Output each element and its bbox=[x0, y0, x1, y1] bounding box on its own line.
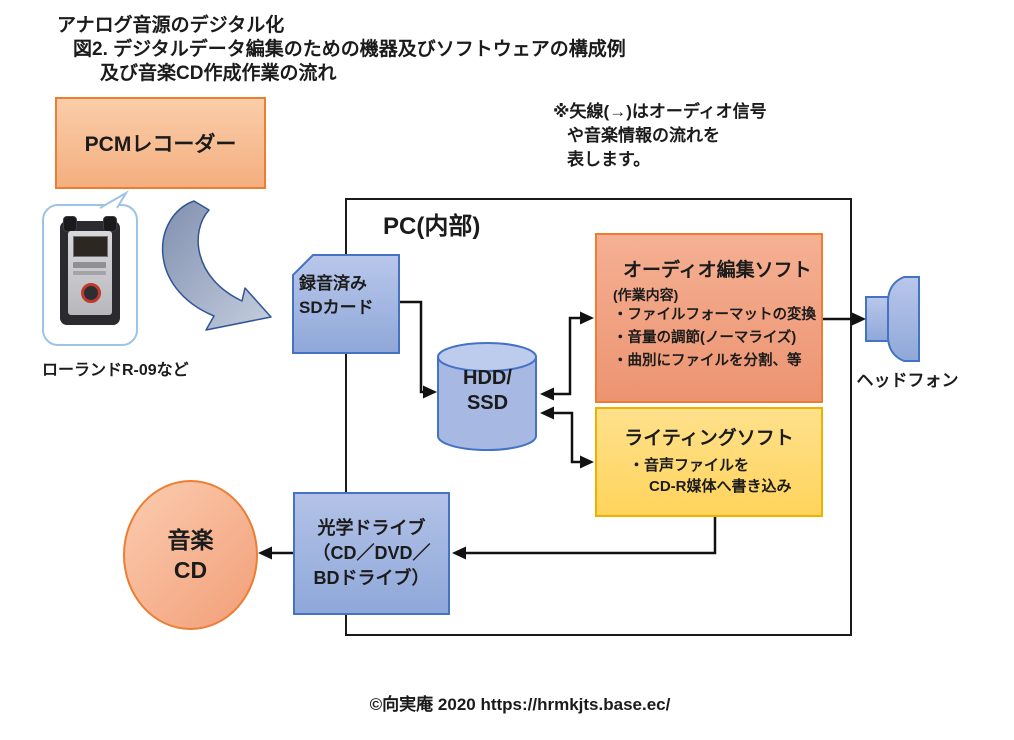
hdd-line2: SSD bbox=[466, 392, 509, 414]
optical-drive-line2: （CD／DVD／ bbox=[312, 543, 431, 563]
hdd-line1: HDD/ bbox=[463, 367, 512, 389]
audio-edit-item: ・音量の調節(ノーマライズ) bbox=[613, 330, 797, 346]
recorder-faceplate bbox=[68, 231, 112, 315]
audio-edit-subtitle: (作業内容) bbox=[613, 287, 679, 303]
audio-edit-title: オーディオ編集ソフト bbox=[623, 260, 812, 281]
writing-software-title: ライティングソフト bbox=[624, 428, 794, 449]
recorder-mic-right bbox=[103, 216, 117, 232]
writing-software-line1: ・音声ファイルを bbox=[629, 457, 750, 474]
recorder-buttons-row2 bbox=[73, 271, 106, 275]
record-button-icon bbox=[81, 283, 101, 303]
recorder-photo-callout bbox=[42, 204, 138, 346]
hdd-ssd-label: HDD/ SSD bbox=[438, 366, 537, 416]
legend-note-line3: 表します。 bbox=[567, 150, 651, 169]
music-cd-ellipse: 音楽 CD bbox=[123, 480, 258, 630]
optical-drive-line3: BDドライブ） bbox=[313, 568, 430, 588]
audio-edit-software-box: オーディオ編集ソフト (作業内容) ・ファイルフォーマットの変換 ・音量の調節(… bbox=[595, 233, 823, 403]
audio-edit-item: ・ファイルフォーマットの変換 bbox=[613, 307, 816, 323]
figure-caption-line2: 及び音楽CD作成作業の流れ bbox=[100, 63, 337, 84]
recorder-mic-left bbox=[63, 216, 77, 232]
legend-note-line2: や音楽情報の流れを bbox=[567, 126, 720, 145]
copyright-text: ©向実庵 2020 https://hrmkjts.base.ec/ bbox=[369, 695, 671, 714]
music-cd-line1: 音楽 bbox=[167, 527, 214, 553]
diagram-title: アナログ音源のデジタル化 bbox=[57, 15, 285, 36]
pcm-recorder-label: PCMレコーダー bbox=[84, 133, 237, 156]
recorder-photo bbox=[60, 216, 120, 325]
legend-note: ※矢線(→)はオーディオ信号 や音楽情報の流れを 表します。 bbox=[553, 100, 767, 172]
music-cd-line2: CD bbox=[173, 557, 208, 583]
legend-note-line1: ※矢線(→)はオーディオ信号 bbox=[553, 102, 767, 121]
headphone-icon bbox=[887, 276, 920, 362]
pcm-recorder-box: PCMレコーダー bbox=[55, 97, 266, 189]
recorder-screen bbox=[73, 236, 108, 257]
sd-card-label: 録音済み SDカード bbox=[299, 272, 374, 320]
audio-edit-item: ・曲別にファイルを分割、等 bbox=[613, 353, 802, 369]
recorder-caption: ローランドR-09など bbox=[42, 362, 189, 379]
writing-software-line2: CD-R媒体へ書き込み bbox=[649, 478, 792, 495]
recorder-buttons bbox=[73, 262, 106, 268]
sd-card-line2: SDカード bbox=[299, 298, 374, 317]
curved-arrow-icon bbox=[162, 200, 272, 331]
optical-drive-line1: 光学ドライブ bbox=[317, 518, 426, 538]
pc-boundary-box bbox=[345, 198, 852, 636]
writing-software-box: ライティングソフト ・音声ファイルを CD-R媒体へ書き込み bbox=[595, 407, 823, 517]
optical-drive-box: 光学ドライブ （CD／DVD／ BDドライブ） bbox=[293, 492, 450, 615]
pc-label: PC(内部) bbox=[383, 213, 481, 240]
headphone-plug bbox=[865, 296, 890, 342]
figure-caption-line1: 図2. デジタルデータ編集のための機器及びソフトウェアの構成例 bbox=[73, 39, 626, 60]
sd-card-line1: 録音済み bbox=[299, 274, 367, 293]
headphone-label: ヘッドフォン bbox=[856, 371, 959, 390]
